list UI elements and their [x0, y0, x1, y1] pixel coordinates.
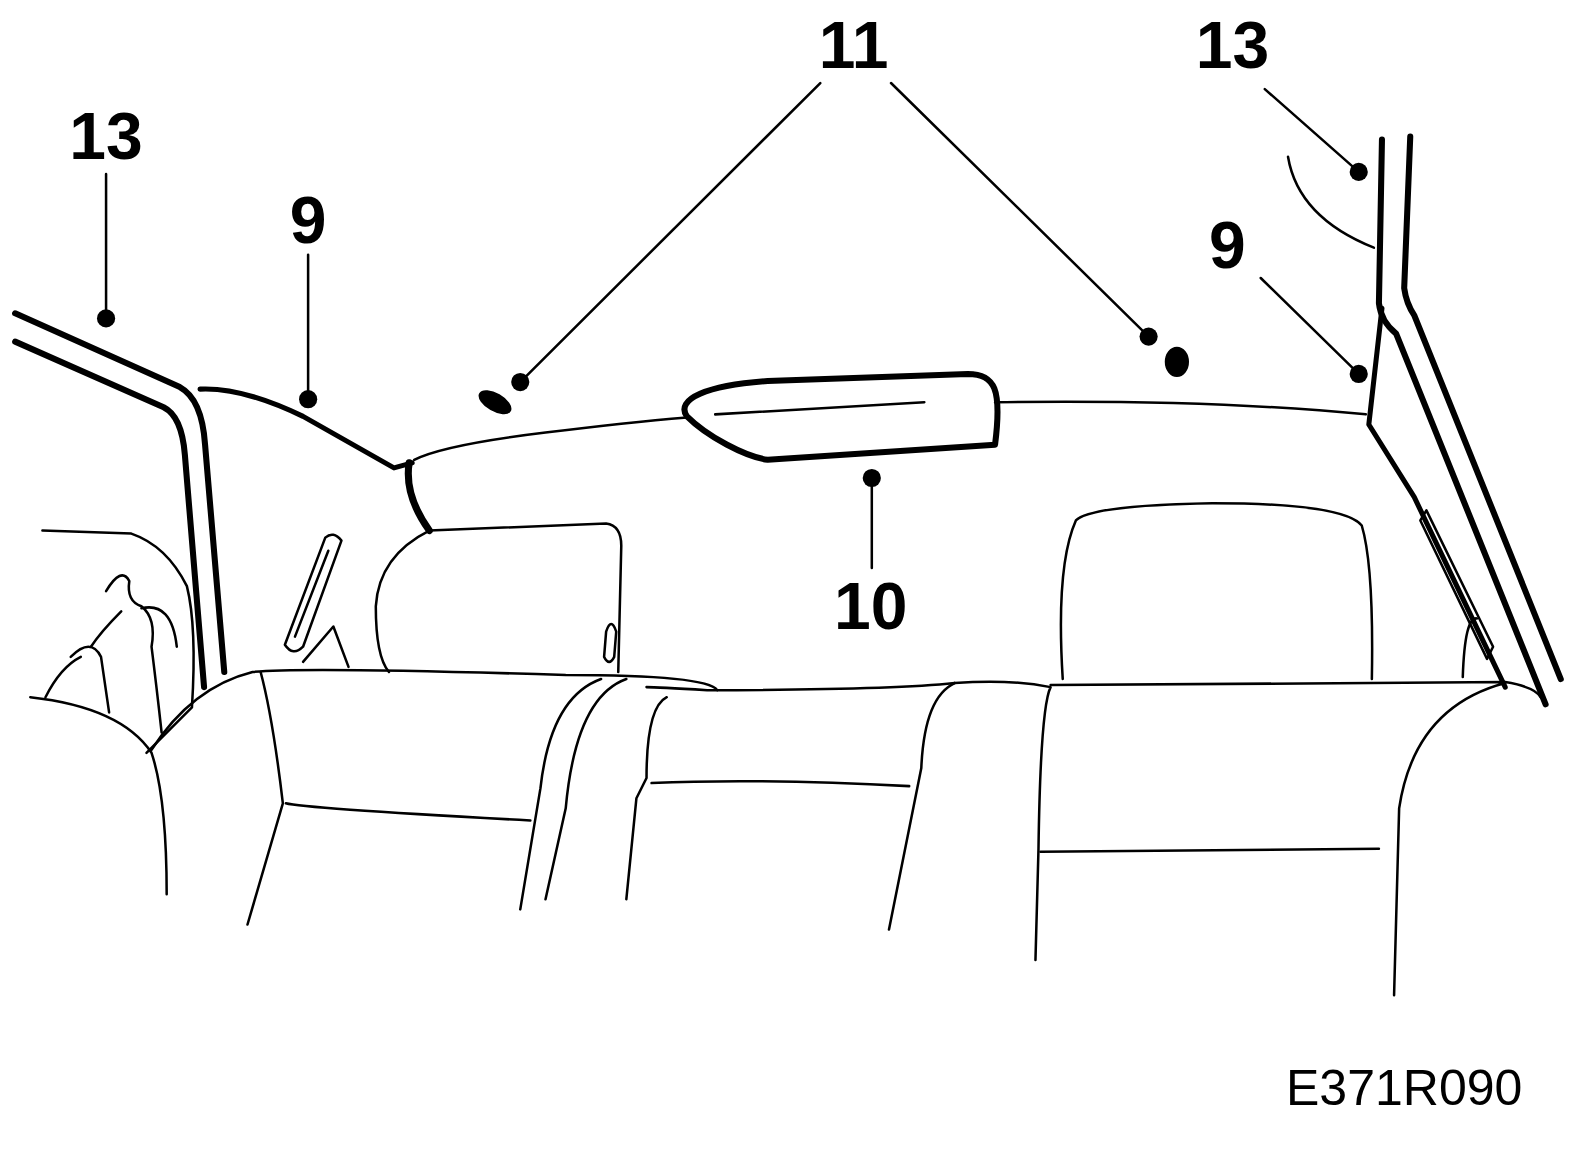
callout-number: 9	[1209, 212, 1246, 278]
seat-belt-guide	[285, 535, 342, 652]
leader-dots	[97, 163, 1368, 487]
leader-line	[1265, 89, 1359, 172]
seat-belt-guide	[303, 627, 348, 667]
leader-dot	[1350, 365, 1368, 383]
line-art	[15, 83, 1561, 995]
leader-line	[871, 478, 874, 568]
headliner-edge	[408, 463, 429, 531]
right-pillar-trim	[1404, 137, 1561, 679]
seat-back	[626, 683, 954, 899]
leader-line	[520, 83, 820, 382]
leader-dot	[863, 469, 881, 487]
seat-back	[955, 682, 1051, 960]
figure-code: E371R090	[1286, 1063, 1522, 1113]
headliner-edge	[995, 402, 1366, 415]
seat-back	[889, 683, 955, 929]
callout-number: 10	[834, 573, 907, 639]
leader-dot	[1140, 327, 1158, 345]
callout-number: 9	[290, 187, 327, 253]
headrest	[376, 523, 621, 672]
leader-dot	[97, 309, 115, 327]
right-pillar-trim	[1369, 308, 1505, 687]
seat-back	[286, 803, 530, 820]
leader-dot	[511, 373, 529, 391]
front-seat	[45, 575, 161, 732]
callout-number: 13	[69, 103, 142, 169]
leader-dot	[1350, 163, 1368, 181]
headliner-edge	[414, 417, 687, 459]
front-seat	[42, 531, 193, 753]
leader-line	[105, 174, 108, 318]
left-pillar-trim	[15, 342, 204, 687]
headrest	[1061, 503, 1372, 679]
seat-back	[520, 679, 626, 909]
front-seat	[91, 607, 177, 646]
seat-back	[152, 670, 718, 750]
seat-back	[1041, 849, 1379, 852]
headliner-edge	[200, 389, 412, 468]
callout-number: 13	[1196, 12, 1269, 78]
front-seat	[30, 697, 166, 894]
seat-belt-guide	[1420, 510, 1493, 659]
headrest-slot	[604, 624, 616, 662]
leader-line	[307, 255, 310, 399]
roof-rail	[1288, 157, 1374, 248]
leader-line	[891, 83, 1149, 337]
seat-belt-guide	[1463, 618, 1477, 677]
seat-back	[1051, 682, 1541, 995]
fastener	[1166, 348, 1188, 376]
fastener	[476, 387, 514, 418]
leader-dot	[299, 390, 317, 408]
assist-grip	[715, 402, 924, 414]
leader-lines	[106, 83, 1359, 568]
callout-number: 11	[819, 12, 889, 78]
seat-back	[248, 672, 283, 925]
leader-line	[1261, 278, 1359, 374]
assist-grip	[684, 374, 997, 460]
